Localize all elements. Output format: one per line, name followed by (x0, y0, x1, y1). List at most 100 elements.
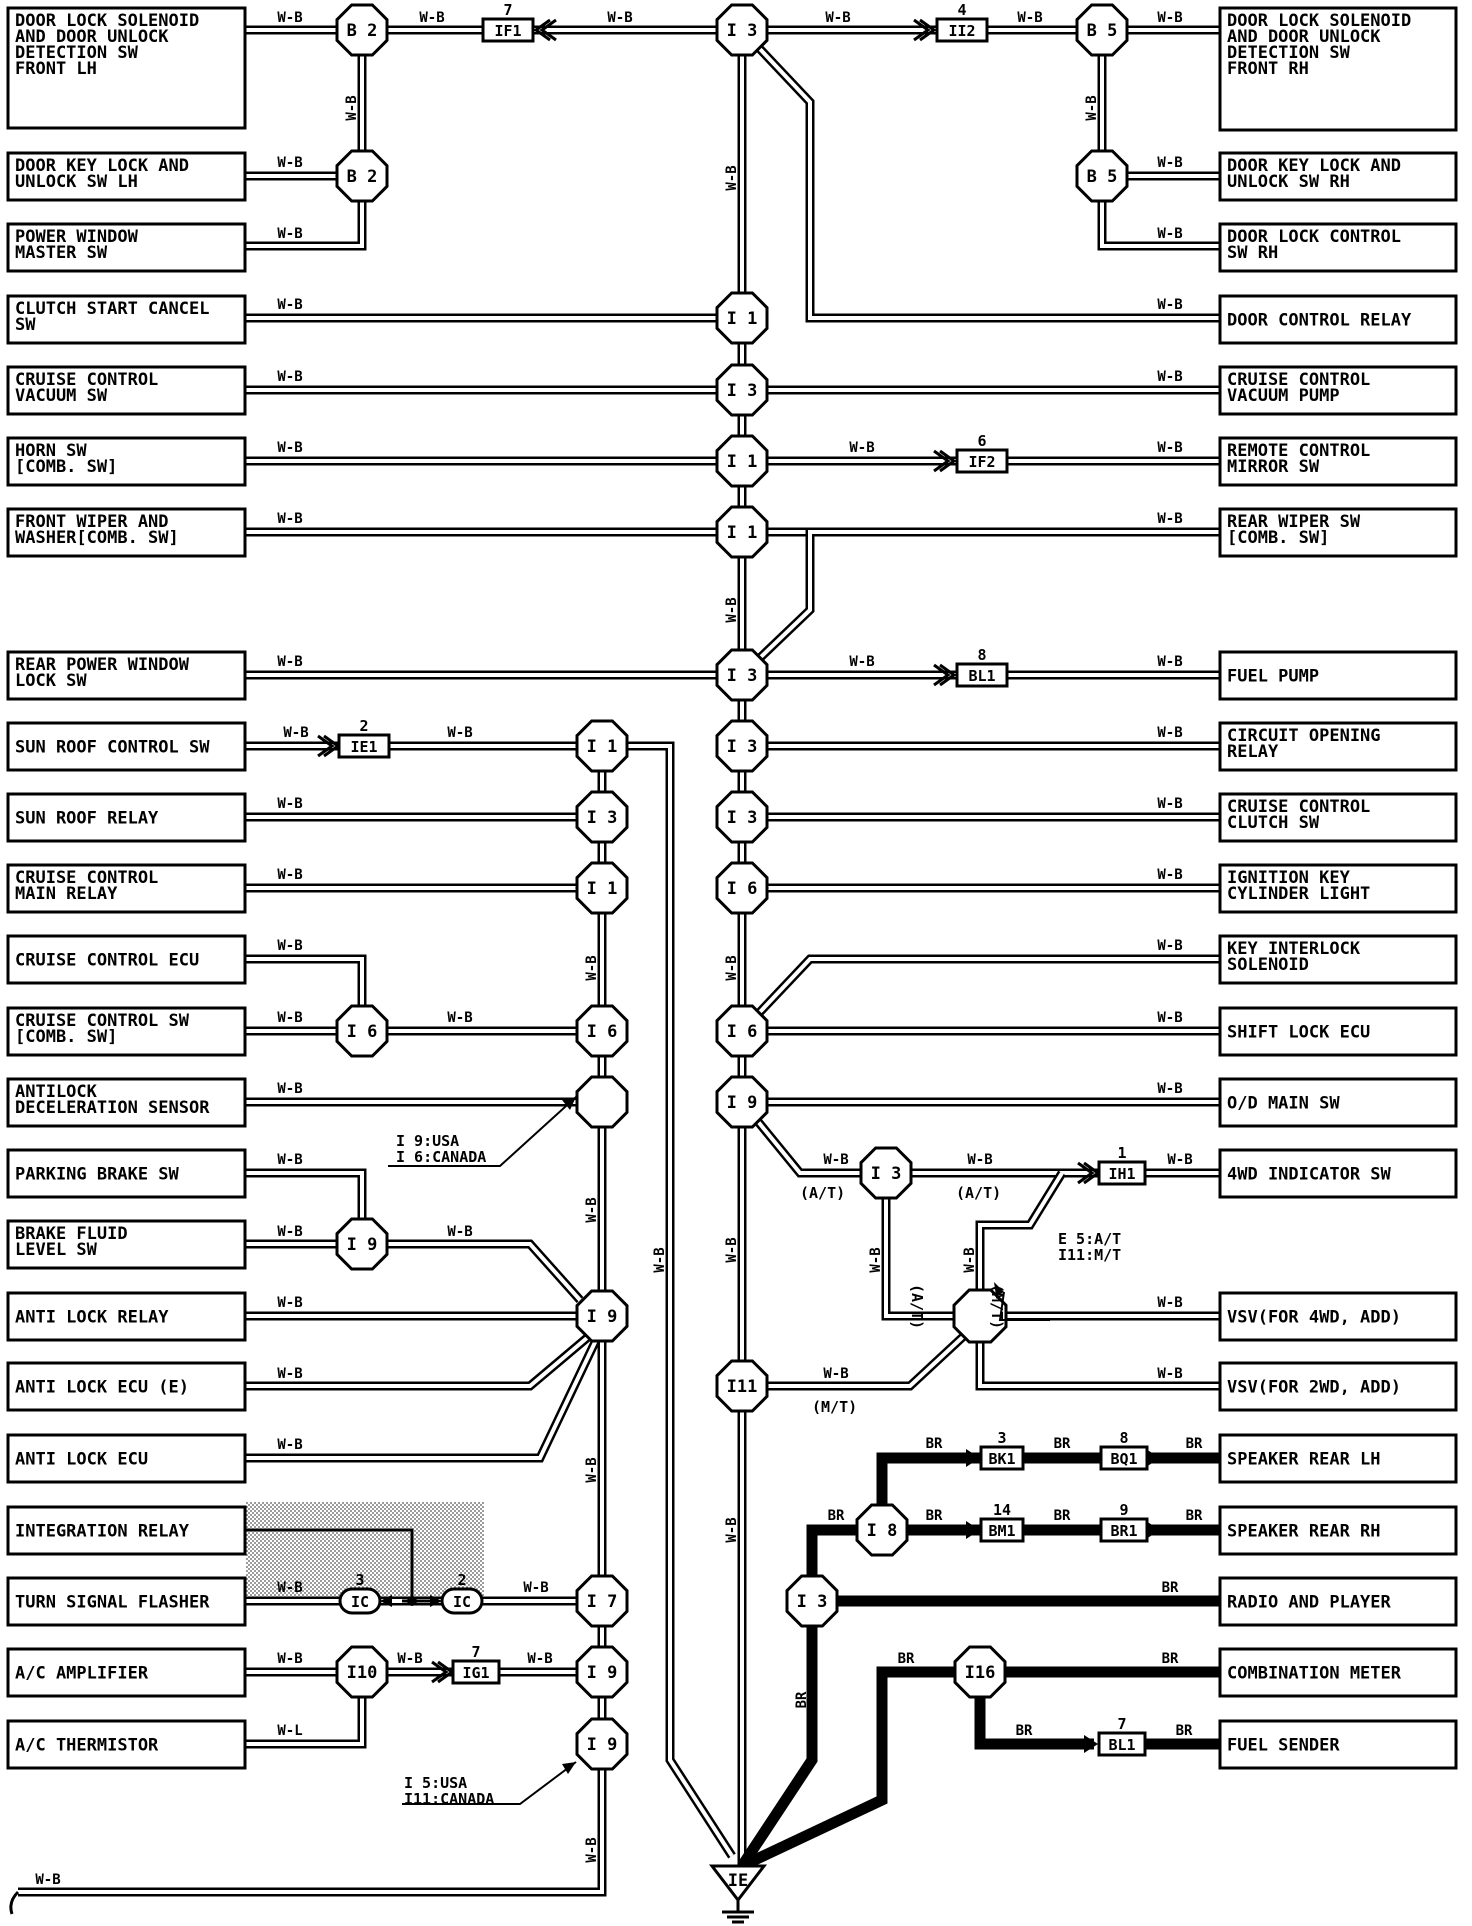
wire-label: W-B (1157, 796, 1182, 812)
wire-label: W-B (849, 440, 874, 456)
component-l10: SUN ROOF RELAY (6, 792, 247, 843)
wire (975, 1340, 1220, 1391)
component-label: PARKING BRAKE SW (15, 1165, 180, 1185)
junction-j_c4: I 1 (715, 434, 769, 488)
note-i11-mt: I11:M/T (1058, 1246, 1121, 1264)
component-label: DOOR KEY LOCK AND (1227, 156, 1401, 176)
note-mt-2: (M/T) (812, 1398, 857, 1416)
wire-label: W-B (1157, 226, 1182, 242)
connector-label: BM1 (988, 1522, 1015, 1540)
wire-label: BR (926, 1436, 943, 1452)
component-label: LOCK SW (15, 671, 87, 691)
wire (738, 954, 1220, 1035)
component-r18: SPEAKER REAR LH (1218, 1433, 1458, 1484)
wire-label: W-B (277, 1366, 302, 1382)
wire-label: W-L (277, 1723, 302, 1739)
component-label: ANTI LOCK ECU (15, 1450, 148, 1470)
wire-label: W-B (527, 1651, 552, 1667)
wire-core (740, 28, 1220, 320)
junction-j_c2: I 1 (715, 291, 769, 345)
wire-label: W-B (1157, 511, 1182, 527)
connector-k_ic2: IC2 (440, 1571, 484, 1615)
component-label: DETECTION SW (15, 43, 139, 63)
wire-label: BR (794, 1691, 810, 1708)
component-label: SPEAKER REAR RH (1227, 1522, 1381, 1542)
note-at-1: (A/T) (800, 1184, 845, 1202)
connector-label: BL1 (968, 667, 995, 685)
component-label: O/D MAIN SW (1227, 1094, 1340, 1114)
arrow-icon (913, 18, 931, 42)
connector-label: BR1 (1110, 1522, 1137, 1540)
component-l21: TURN SIGNAL FLASHER (6, 1576, 247, 1627)
component-label: KEY INTERLOCK (1227, 939, 1361, 959)
connector-label: IE1 (350, 738, 377, 756)
wire-label: W-B (277, 297, 302, 313)
component-label: FRONT WIPER AND (15, 512, 169, 532)
junction-label: I 6 (727, 1022, 758, 1042)
component-label: CIRCUIT OPENING (1227, 726, 1381, 746)
connector-label: BL1 (1108, 1736, 1135, 1754)
wire-label: W-B (849, 654, 874, 670)
junction-j_i3r: I 3 (859, 1146, 913, 1200)
component-label: UNLOCK SW LH (15, 172, 138, 192)
component-label: CLUTCH START CANCEL (15, 299, 209, 319)
component-r19: SPEAKER REAR RH (1218, 1505, 1458, 1556)
wire-label: W-B (283, 725, 308, 741)
component-label: FUEL SENDER (1227, 1736, 1340, 1756)
wire-label: W-B (447, 1224, 472, 1240)
br-wire (737, 1624, 818, 1870)
annotations: I 9:USA I 6:CANADA E 5:A/T I11:M/T I 5:U… (396, 1132, 1121, 1808)
component-label: DOOR LOCK CONTROL (1227, 227, 1401, 247)
wire-label: W-B (277, 1651, 302, 1667)
wire-label: W-B (1157, 440, 1182, 456)
connectors: IF17II24IF26BL18IE12IG17IC3IC2IH11BK13BQ… (337, 1, 1149, 1757)
wire-label: W-B (397, 1651, 422, 1667)
component-label: SW (15, 315, 36, 335)
wire-label: W-B (967, 1152, 992, 1168)
wire-label: W-B (652, 1247, 668, 1272)
wire-label: W-B (277, 1295, 302, 1311)
wire-label: W-B (724, 1517, 740, 1542)
wire-label: BR (1162, 1580, 1179, 1596)
component-l22: A/C AMPLIFIER (6, 1647, 247, 1698)
component-label: FUEL PUMP (1227, 667, 1319, 687)
wire-core (978, 1171, 1064, 1292)
br-wire (876, 1452, 1000, 1506)
wire-label: W-B (1017, 10, 1042, 26)
note-at-3: (A/T) (908, 1284, 926, 1329)
wire-label: W-B (277, 155, 302, 171)
connector-pin: 14 (993, 1501, 1011, 1519)
component-label: [COMB. SW] (15, 1027, 117, 1047)
junction-j_l1: I 1 (575, 719, 629, 773)
junction-label: I 3 (727, 737, 758, 757)
connector-pin: 4 (957, 1, 966, 19)
junction-label: I 3 (727, 381, 758, 401)
wire-label: BR (1186, 1508, 1203, 1524)
wire-label: W-B (584, 1837, 600, 1862)
wire-label: W-B (277, 796, 302, 812)
wire-label: W-B (1157, 867, 1182, 883)
junction-j_c7: I 3 (715, 719, 769, 773)
component-label: WASHER[COMB. SW] (15, 528, 179, 548)
component-label: DOOR LOCK SOLENOID (15, 11, 199, 31)
component-r22: FUEL SENDER (1218, 1719, 1458, 1770)
component-label: ANTI LOCK ECU (E) (15, 1378, 189, 1398)
wire (245, 1528, 414, 1601)
junction-label: I 9 (727, 1093, 758, 1113)
wire-label: W-B (277, 1224, 302, 1240)
junction-j_c6: I 3 (715, 648, 769, 702)
junction-label: I 9 (587, 1735, 618, 1755)
junction-label: I 9 (347, 1235, 378, 1255)
component-r4: DOOR CONTROL RELAY (1218, 294, 1458, 345)
component-label: DETECTION SW (1227, 43, 1351, 63)
